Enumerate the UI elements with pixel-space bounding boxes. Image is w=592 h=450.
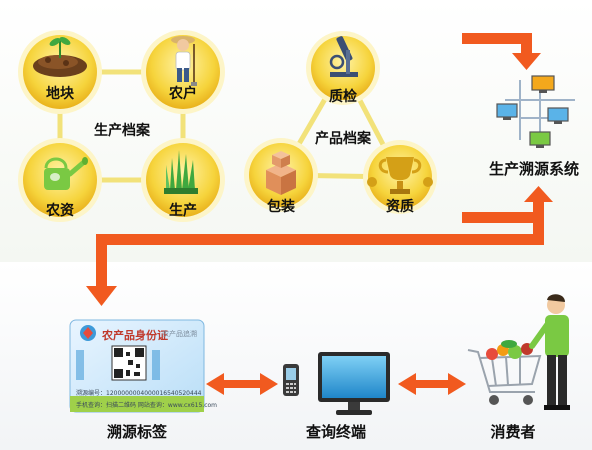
microscope-icon (329, 36, 358, 77)
farmer-icon (171, 36, 197, 86)
system-label: 生产溯源系统 (488, 160, 580, 178)
group-label-product-archive: 产品档案 (315, 131, 371, 147)
trace-label-caption: 溯源标签 (106, 423, 168, 441)
node-label-agri-input: 农资 (46, 203, 74, 219)
terminal-caption: 查询终端 (305, 423, 367, 441)
card-title: 农产品身份证 (102, 329, 168, 342)
package-boxes-icon (266, 151, 296, 195)
card-subtitle: 农产品追溯 (162, 330, 197, 338)
node-label-packaging: 包装 (267, 199, 295, 215)
node-qualification (363, 140, 437, 214)
card-serial-label: 溯源编号：1200000004000016540520444 (76, 388, 201, 397)
shopper-with-cart-icon (467, 294, 570, 410)
node-production (141, 138, 225, 222)
card-serial-text: 溯源编号： (76, 390, 107, 397)
watering-can-icon (44, 157, 88, 190)
node-agri-input (18, 138, 102, 222)
soil-plot-icon (33, 37, 87, 77)
node-packaging (244, 138, 318, 212)
phone-and-monitor-icon (283, 352, 390, 415)
network-computers-icon (496, 75, 575, 148)
card-query-line: 手机查询：扫描二维码 网站查询：www.cx615.com (76, 402, 218, 409)
node-label-qualification: 资质 (386, 199, 414, 215)
id-card-icon (69, 319, 205, 413)
card-serial-value: 1200000004000016540520444 (106, 390, 202, 397)
group-label-production-archive: 生产档案 (94, 123, 150, 139)
crop-sprout-icon (164, 150, 198, 194)
node-farmer (141, 30, 225, 114)
node-label-inspection: 质检 (329, 89, 357, 105)
flow-arrows (86, 33, 553, 395)
node-label-plot: 地块 (46, 86, 74, 102)
consumer-caption: 消费者 (490, 423, 536, 441)
node-label-farmer: 农户 (169, 86, 197, 102)
node-label-production: 生产 (169, 203, 197, 219)
node-inspection (306, 31, 380, 105)
trophy-icon (367, 157, 433, 194)
node-plot (18, 30, 102, 114)
